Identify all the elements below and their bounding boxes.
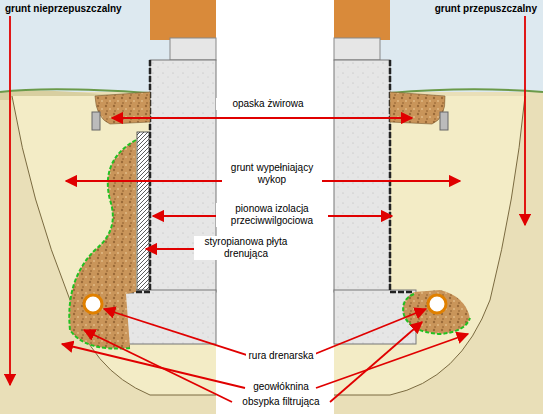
part-label: geowłóknina	[251, 381, 311, 393]
part-label: pionowa izolacja przeciwwilgociowa	[216, 203, 328, 227]
soil-type-label: grunt przepuszczalny	[433, 3, 539, 15]
part-label: rura drenarska	[246, 350, 315, 362]
part-label: opaska żwirowa	[216, 98, 320, 110]
part-label: obsypka filtrująca	[240, 396, 321, 408]
part-label: grunt wypełniający wykop	[222, 162, 322, 186]
soil-type-label: grunt nieprzepuszczalny	[3, 3, 124, 15]
part-label: styropianowa płyta drenująca	[194, 236, 298, 260]
